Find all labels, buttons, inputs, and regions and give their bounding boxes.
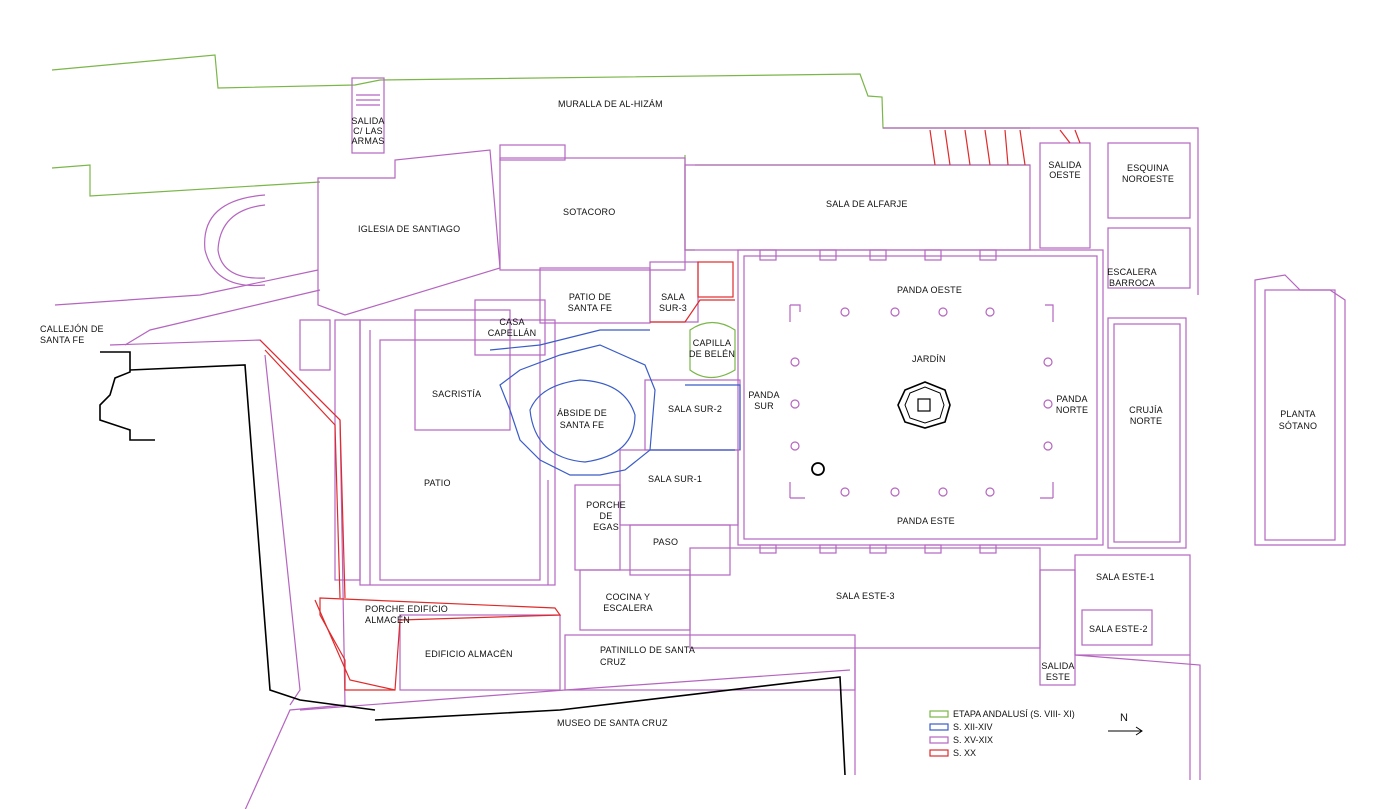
label-panda-norte-2: NORTE (1056, 405, 1088, 415)
label-panda-norte: PANDA (1056, 394, 1087, 404)
legend-swatch-andalusi (929, 710, 949, 718)
north-label: N (1120, 712, 1128, 724)
label-patio: PATIO (424, 478, 451, 488)
label-patinillo: PATINILLO DE SANTA (600, 645, 695, 655)
label-esquina-2: NOROESTE (1122, 174, 1174, 184)
label-panda-sur: PANDA (748, 390, 779, 400)
modern-walls (54, 77, 1346, 809)
legend-item-xii-xiv: S. XII-XIV (929, 722, 993, 732)
label-porche-egas-2: DE (600, 511, 613, 521)
label-salida-armas: SALIDA (351, 116, 384, 126)
label-porche-almacen-2: ALMACÉN (365, 615, 410, 625)
legend-item-xv-xix: S. XV-XIX (929, 735, 993, 745)
label-sala-sur3-2: SUR-3 (659, 303, 687, 313)
label-sotacoro: SOTACORO (563, 207, 615, 217)
label-callejon: CALLEJÓN DE (40, 324, 104, 334)
legend-label-xx: S. XX (953, 748, 976, 758)
room-labels: MURALLA DE AL-HIZÁM SALIDA C/ LAS ARMAS … (40, 99, 1317, 728)
label-planta-2: SÓTANO (1279, 421, 1318, 431)
label-salida-este: SALIDA (1041, 661, 1074, 671)
label-sala-sur2: SALA SUR-2 (668, 404, 722, 414)
label-patinillo-2: CRUZ (600, 657, 626, 667)
legend-item-andalusi: ETAPA ANDALUSÍ (S. VIII- XI) (929, 709, 1075, 719)
label-escalera-barroca: ESCALERA (1107, 267, 1157, 277)
label-paso: PASO (653, 537, 678, 547)
label-casa-2: CAPELLÁN (488, 328, 537, 338)
label-casa: CASA (499, 317, 524, 327)
label-abside-2: SANTA FE (560, 420, 604, 430)
label-sala-sur1: SALA SUR-1 (648, 474, 702, 484)
label-salida-armas-2: C/ LAS (353, 126, 383, 136)
label-escalera-barroca-2: BARROCA (1109, 278, 1155, 288)
label-salida-oeste: SALIDA (1048, 160, 1081, 170)
legend: ETAPA ANDALUSÍ (S. VIII- XI) S. XII-XIV … (929, 709, 1075, 758)
legend-label-andalusi: ETAPA ANDALUSÍ (S. VIII- XI) (953, 709, 1075, 719)
label-edificio-almacen: EDIFICIO ALMACÉN (425, 649, 513, 659)
label-crujia: CRUJÍA (1129, 405, 1163, 415)
label-salida-este-2: ESTE (1046, 672, 1070, 682)
fountain (811, 381, 951, 476)
legend-item-xx: S. XX (929, 748, 976, 758)
label-porche-egas: PORCHE (586, 500, 626, 510)
north-arrow: N (1108, 712, 1143, 736)
legend-swatch-xx (929, 749, 949, 757)
legend-label-xv-xix: S. XV-XIX (953, 735, 993, 745)
legend-label-xii-xiv: S. XII-XIV (953, 722, 993, 732)
legend-swatch-xii-xiv (929, 723, 949, 731)
label-museo: MUSEO DE SANTA CRUZ (557, 718, 668, 728)
label-sala-este3: SALA ESTE-3 (836, 591, 895, 601)
label-salida-oeste-2: OESTE (1049, 170, 1081, 180)
label-patio-santa-fe-2: SANTA FE (568, 303, 612, 313)
label-esquina: ESQUINA (1127, 163, 1169, 173)
label-porche-almacen: PORCHE EDIFICIO (365, 604, 448, 614)
label-panda-este: PANDA ESTE (897, 516, 955, 526)
label-muralla: MURALLA DE AL-HIZÁM (558, 99, 663, 109)
label-panda-oeste: PANDA OESTE (897, 285, 962, 295)
legend-swatch-xv-xix (929, 736, 949, 744)
xx-century-walls (259, 129, 1081, 691)
andalusi-walls (51, 54, 1030, 379)
label-sala-sur3: SALA (661, 292, 685, 302)
medieval-walls (489, 329, 741, 476)
label-planta: PLANTA (1280, 409, 1316, 419)
label-callejon-2: SANTA FE (40, 335, 84, 345)
label-sala-alfarje: SALA DE ALFARJE (826, 199, 908, 209)
label-sala-este2: SALA ESTE-2 (1089, 624, 1148, 634)
label-patio-santa-fe: PATIO DE (569, 292, 611, 302)
label-capilla: CAPILLA (693, 338, 731, 348)
label-cocina: COCINA Y (606, 592, 650, 602)
black-walls (99, 351, 846, 776)
label-iglesia: IGLESIA DE SANTIAGO (358, 224, 460, 234)
label-porche-egas-3: EGAS (593, 522, 619, 532)
label-capilla-2: DE BELÉN (689, 349, 735, 359)
label-crujia-2: NORTE (1130, 416, 1162, 426)
label-jardin: JARDÍN (912, 354, 946, 364)
label-sacristia: SACRISTÍA (432, 389, 481, 399)
label-abside: ÁBSIDE DE (557, 408, 607, 418)
label-panda-sur-2: SUR (754, 401, 774, 411)
label-cocina-2: ESCALERA (603, 603, 653, 613)
label-sala-este1: SALA ESTE-1 (1096, 572, 1155, 582)
label-salida-armas-3: ARMAS (351, 136, 384, 146)
